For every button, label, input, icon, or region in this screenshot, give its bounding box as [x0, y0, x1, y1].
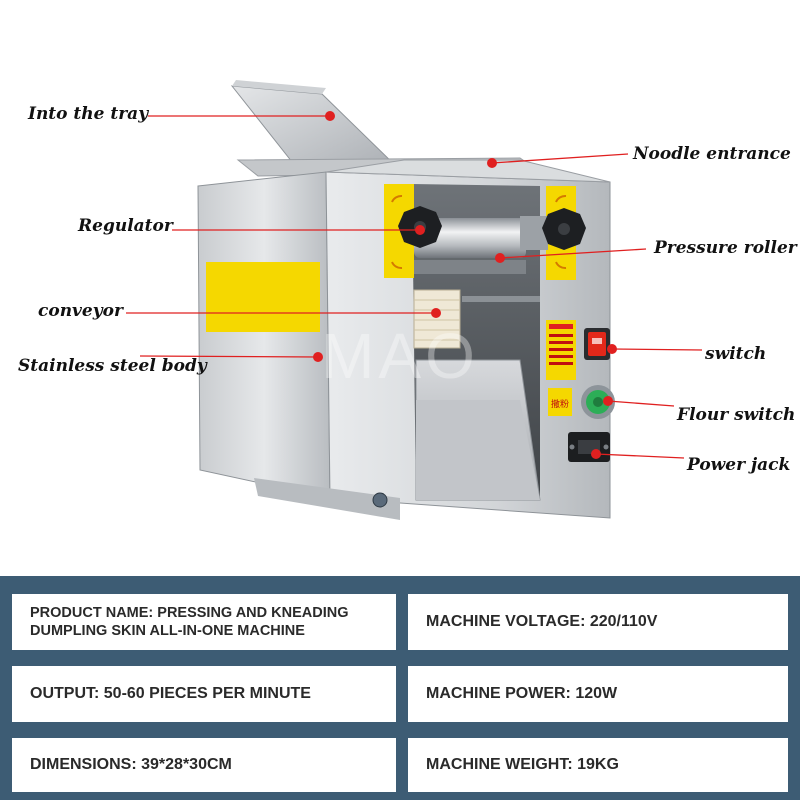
spec-machine-power: MACHINE POWER: 120W — [408, 666, 788, 722]
base-screw-icon — [372, 492, 388, 508]
pointer-dot-noodle-entrance — [487, 158, 497, 168]
pointer-dot-stainless-body — [313, 352, 323, 362]
regulator-knob-right — [542, 208, 586, 250]
pointer-line-pressure-roller — [499, 248, 647, 259]
pointer-dot-power-jack — [591, 449, 601, 459]
pointer-line-stainless-body — [139, 355, 319, 358]
conveyor — [413, 289, 540, 349]
spec-machine-voltage: MACHINE VOLTAGE: 220/110V — [408, 594, 788, 650]
pointer-dot-pressure-roller — [495, 253, 505, 263]
callout-regulator: Regulator — [78, 216, 173, 236]
pointer-line-switch — [611, 348, 703, 351]
spec-panel: PRODUCT NAME: PRESSING AND KNEADING DUMP… — [0, 576, 800, 800]
callout-pressure-roller: Pressure roller — [654, 238, 797, 258]
callout-noodle-entrance: Noodle entrance — [633, 144, 791, 164]
pointer-dot-into-tray — [325, 111, 335, 121]
spec-machine-weight: MACHINE WEIGHT: 19KG — [408, 738, 788, 792]
yellow-warning-label — [206, 262, 320, 332]
power-jack-socket — [568, 432, 610, 462]
callout-into-the-tray: Into the tray — [28, 104, 149, 124]
spec-product-name: PRODUCT NAME: PRESSING AND KNEADING DUMP… — [12, 594, 396, 650]
watermark-text: MAO — [321, 320, 479, 392]
spec-output: OUTPUT: 50-60 PIECES PER MINUTE — [12, 666, 396, 722]
pointer-line-flour-switch — [607, 400, 675, 407]
pointer-line-noodle-entrance — [491, 153, 629, 164]
machine-illustration: 撒粉 MAO — [126, 80, 703, 520]
power-switch — [584, 328, 610, 360]
callout-stainless-steel-body: Stainless steel body — [18, 356, 207, 376]
pointer-dot-flour-switch — [603, 396, 613, 406]
callout-power-jack: Power jack — [687, 455, 791, 475]
callout-flour-switch: Flour switch — [677, 405, 796, 425]
spec-dimensions: DIMENSIONS: 39*28*30CM — [12, 738, 396, 792]
pointer-dots — [313, 111, 617, 459]
callout-conveyor: conveyor — [38, 301, 123, 321]
flour-button-label-box — [548, 388, 572, 416]
flour-switch-button — [581, 385, 615, 419]
pointer-dot-regulator — [415, 225, 425, 235]
pointer-lines — [126, 115, 703, 459]
product-figure: 撒粉 MAO — [18, 80, 797, 520]
pointer-line-power-jack — [595, 453, 685, 459]
pointer-dot-conveyor — [431, 308, 441, 318]
pointer-dot-switch — [607, 344, 617, 354]
flour-button-label: 撒粉 — [551, 398, 569, 410]
pressure-roller — [414, 216, 548, 274]
callout-switch: switch — [705, 344, 767, 364]
